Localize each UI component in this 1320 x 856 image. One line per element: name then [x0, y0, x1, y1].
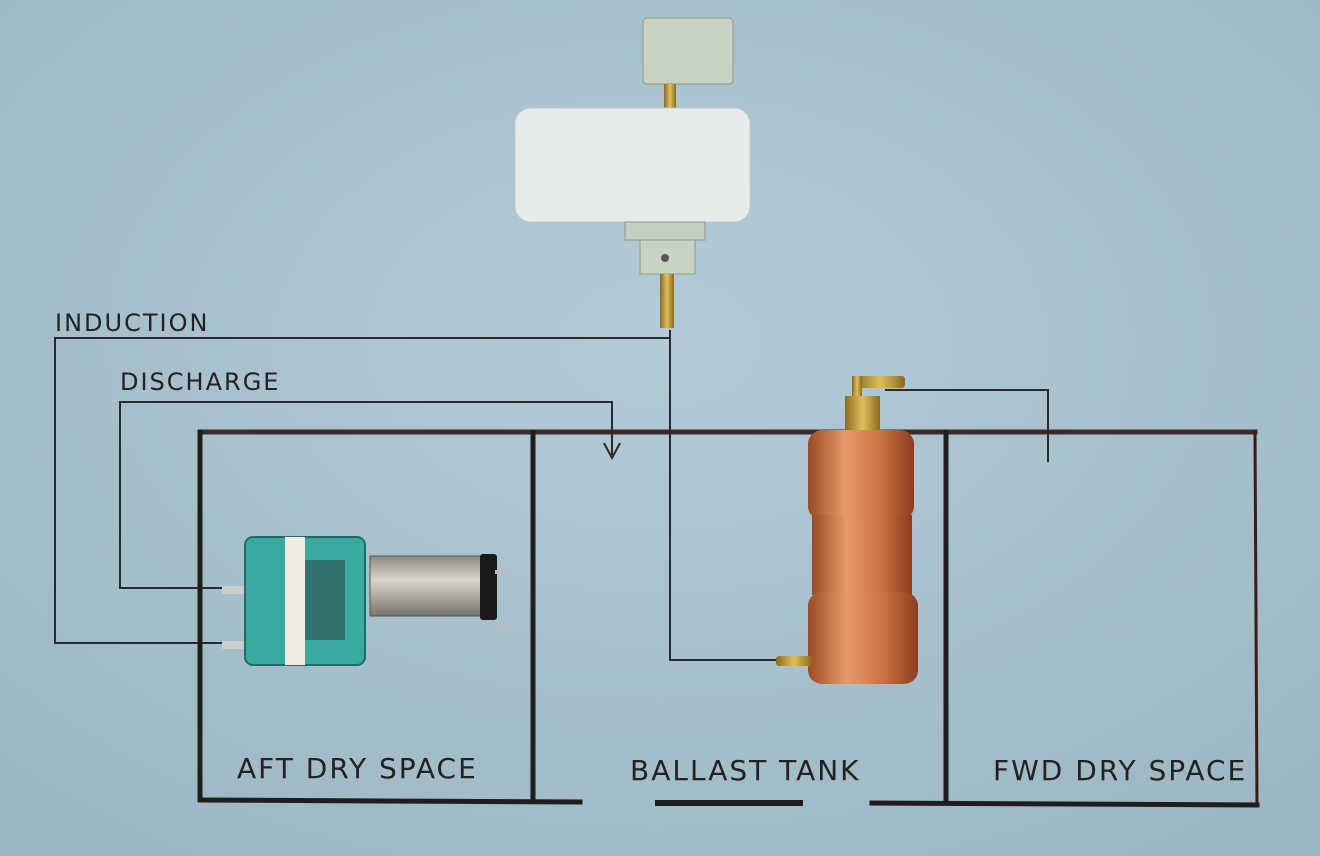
discharge-arrow-icon	[603, 442, 621, 461]
pump-motor	[222, 536, 507, 666]
valve-assembly	[514, 17, 751, 328]
copper-cylinder	[776, 376, 918, 684]
aft-dry-space-label: AFT DRY SPACE	[237, 752, 478, 785]
discharge-line	[119, 401, 613, 589]
discharge-label: DISCHARGE	[120, 368, 280, 396]
induction-label: INDUCTION	[55, 309, 209, 337]
piping-lines	[54, 330, 1049, 661]
fwd-dry-space-label: FWD DRY SPACE	[993, 754, 1247, 787]
induction-line	[54, 337, 670, 644]
induction-to-tank-line	[669, 330, 780, 661]
vent-line	[885, 389, 1049, 462]
ballast-tank-label: BALLAST TANK	[630, 754, 861, 787]
hull-outline	[197, 429, 1260, 808]
